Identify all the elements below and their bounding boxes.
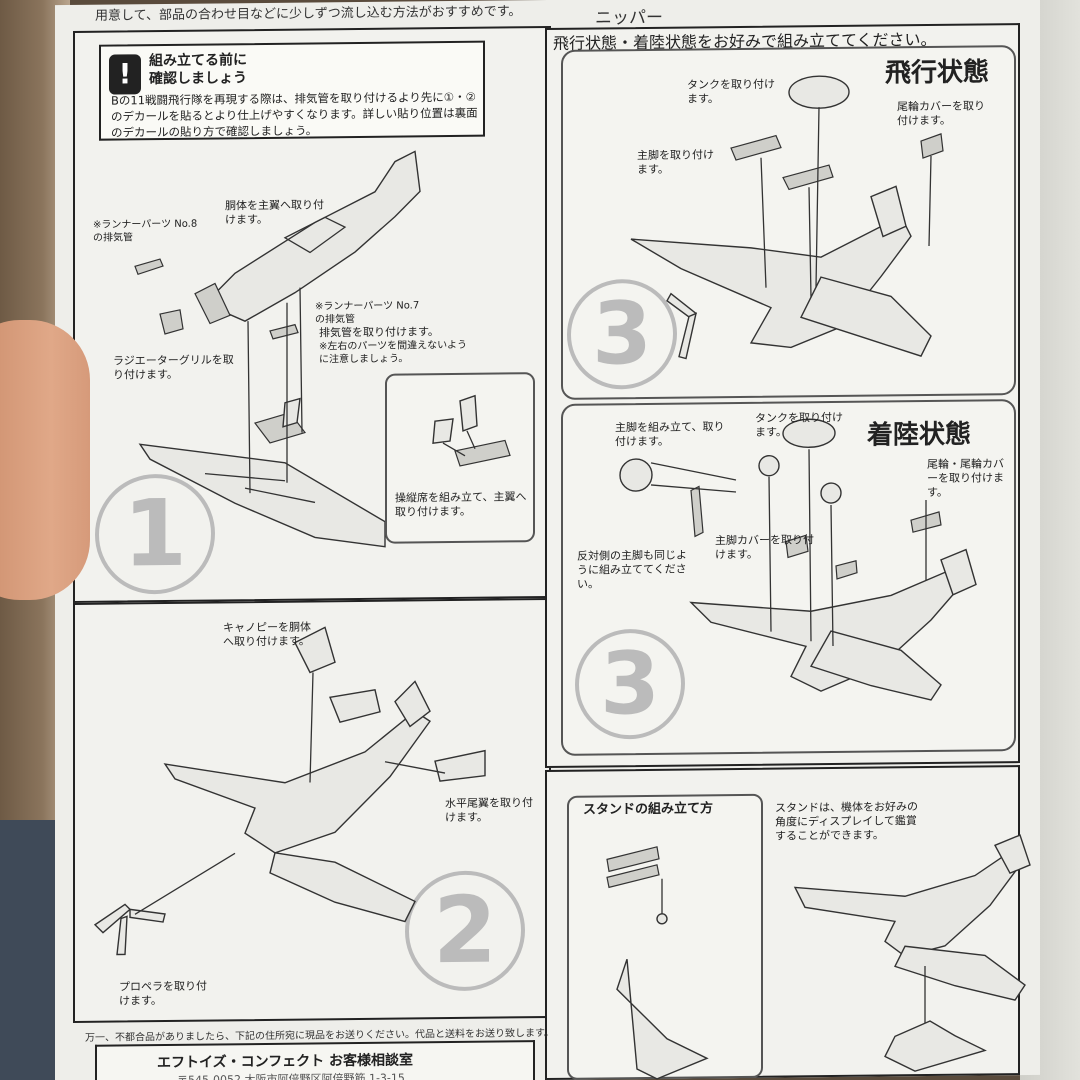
landing-illustration <box>619 418 977 701</box>
footer-address: 〒545-0052 大阪市阿倍野区阿倍野筋 1-3-15 <box>177 1071 405 1080</box>
step2-illustration <box>93 626 486 956</box>
label-runner8: ※ランナーパーツ No.8 の排気管 <box>93 218 198 244</box>
footer-box: エフトイズ・コンフェクト お客様相談室 〒545-0052 大阪市阿倍野区阿倍野… <box>95 1040 535 1080</box>
step1-illustration <box>134 150 446 548</box>
label-landing-gear-cover: 主脚カバーを取り付けます。 <box>715 533 814 562</box>
label-fuselage: 胴体を主翼へ取り付けます。 <box>225 198 324 227</box>
label-runner7: ※ランナーパーツ No.7 の排気管 <box>315 300 420 326</box>
label-cockpit: 操縦席を組み立て、主翼へ取り付けます。 <box>395 490 527 519</box>
stand-illustration <box>606 846 709 1080</box>
label-exhaust-note: ※左右のパーツを間違えないように注意しましょう。 <box>319 339 467 366</box>
label-landing-main-gear-assembly: 主脚を組み立て、取り付けます。 <box>615 420 725 449</box>
label-canopy: キャノピーを胴体へ取り付けます。 <box>223 620 311 649</box>
label-landing-other-side: 反対側の主脚も同じように組み立ててください。 <box>577 548 687 591</box>
label-flight-tank: タンクを取り付けます。 <box>687 77 775 106</box>
flight-illustration <box>630 75 944 360</box>
instruction-sheet: 用意して、部品の合わせ目などに少しずつ流し込む方法がおすすめです。 ニッパー !… <box>55 0 1040 1080</box>
label-radiator: ラジエーターグリルを取り付けます。 <box>113 353 234 382</box>
label-propeller: プロペラを取り付けます。 <box>119 979 207 1008</box>
label-flight-main-gear: 主脚を取り付けます。 <box>637 148 714 177</box>
cockpit-inset-illustration <box>432 394 511 467</box>
label-tail: 水平尾翼を取り付けます。 <box>445 796 533 825</box>
label-landing-tank: タンクを取り付けます。 <box>755 410 843 439</box>
label-flight-tail-cover: 尾輪カバーを取り付けます。 <box>897 99 985 128</box>
stand-title: スタンドの組み立て方 <box>583 801 714 818</box>
top-right-text: ニッパー <box>595 7 663 29</box>
footer-company: エフトイズ・コンフェクト お客様相談室 <box>157 1052 414 1072</box>
finger <box>0 320 90 600</box>
stand-plane-illustration <box>793 834 1031 1072</box>
label-landing-tail-wheel: 尾輪・尾輪カバーを取り付けます。 <box>927 457 1004 500</box>
